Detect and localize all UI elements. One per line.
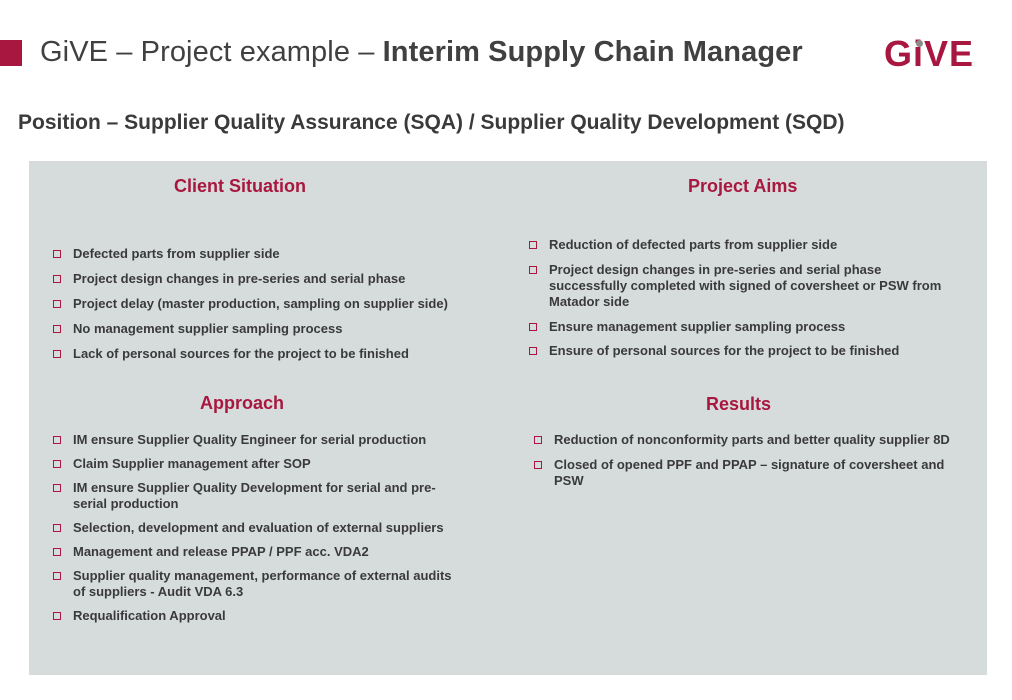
list-item: Reduction of defected parts from supplie… bbox=[529, 237, 959, 253]
list-item: Project design changes in pre-series and… bbox=[529, 262, 959, 310]
bullet-square-icon bbox=[53, 484, 61, 492]
list-item: Defected parts from supplier side bbox=[53, 246, 493, 262]
list-item: Requalification Approval bbox=[53, 608, 453, 624]
bullet-square-icon bbox=[53, 300, 61, 308]
list-item: Lack of personal sources for the project… bbox=[53, 346, 493, 362]
bullet-square-icon bbox=[53, 524, 61, 532]
logo-i: i bbox=[913, 33, 924, 75]
results-list: Reduction of nonconformity parts and bet… bbox=[534, 432, 964, 489]
bullet-square-icon bbox=[534, 436, 542, 444]
list-item: Supplier quality management, performance… bbox=[53, 568, 453, 600]
list-item: Project design changes in pre-series and… bbox=[53, 271, 493, 287]
bullet-square-icon bbox=[534, 461, 542, 469]
bullet-square-icon bbox=[53, 436, 61, 444]
list-item: Closed of opened PPF and PPAP – signatur… bbox=[534, 457, 964, 489]
list-item: Reduction of nonconformity parts and bet… bbox=[534, 432, 964, 448]
list-item: IM ensure Supplier Quality Engineer for … bbox=[53, 432, 453, 448]
approach-heading: Approach bbox=[200, 393, 285, 413]
title-accent-square bbox=[0, 40, 22, 66]
logo-ve: VE bbox=[924, 33, 975, 74]
bullet-square-icon bbox=[53, 548, 61, 556]
bullet-square-icon bbox=[53, 572, 61, 580]
client-situation-list: Defected parts from supplier side Projec… bbox=[53, 246, 493, 362]
project-aims-list: Reduction of defected parts from supplie… bbox=[529, 237, 959, 359]
slide-title: GiVE – Project example – Interim Supply … bbox=[40, 36, 803, 69]
logo-i-letter: i bbox=[913, 33, 925, 74]
list-item: Ensure management supplier sampling proc… bbox=[529, 319, 959, 335]
approach-list: IM ensure Supplier Quality Engineer for … bbox=[53, 432, 453, 624]
bullet-square-icon bbox=[53, 325, 61, 333]
bullet-square-icon bbox=[53, 612, 61, 620]
logo-i-dot bbox=[915, 40, 923, 47]
bullet-square-icon bbox=[53, 275, 61, 283]
bullet-square-icon bbox=[529, 347, 537, 355]
slide-title-prefix: GiVE – Project example – bbox=[40, 36, 383, 68]
bullet-square-icon bbox=[53, 250, 61, 258]
list-item: Project delay (master production, sampli… bbox=[53, 296, 493, 312]
results-heading: Results bbox=[706, 394, 772, 414]
list-item: Management and release PPAP / PPF acc. V… bbox=[53, 544, 453, 560]
project-aims-heading: Project Aims bbox=[688, 176, 798, 196]
logo-g: G bbox=[884, 33, 914, 74]
list-item: No management supplier sampling process bbox=[53, 321, 493, 337]
position-heading: Position – Supplier Quality Assurance (S… bbox=[18, 111, 845, 134]
slide-title-bold: Interim Supply Chain Manager bbox=[382, 36, 803, 68]
list-item: IM ensure Supplier Quality Development f… bbox=[53, 480, 453, 512]
list-item: Selection, development and evaluation of… bbox=[53, 520, 453, 536]
list-item: Claim Supplier management after SOP bbox=[53, 456, 453, 472]
bullet-square-icon bbox=[529, 241, 537, 249]
bullet-square-icon bbox=[529, 323, 537, 331]
client-situation-heading: Client Situation bbox=[174, 176, 306, 196]
list-item: Ensure of personal sources for the proje… bbox=[529, 343, 959, 359]
bullet-square-icon bbox=[53, 350, 61, 358]
bullet-square-icon bbox=[53, 460, 61, 468]
bullet-square-icon bbox=[529, 266, 537, 274]
content-panel: Client Situation Defected parts from sup… bbox=[29, 161, 987, 675]
